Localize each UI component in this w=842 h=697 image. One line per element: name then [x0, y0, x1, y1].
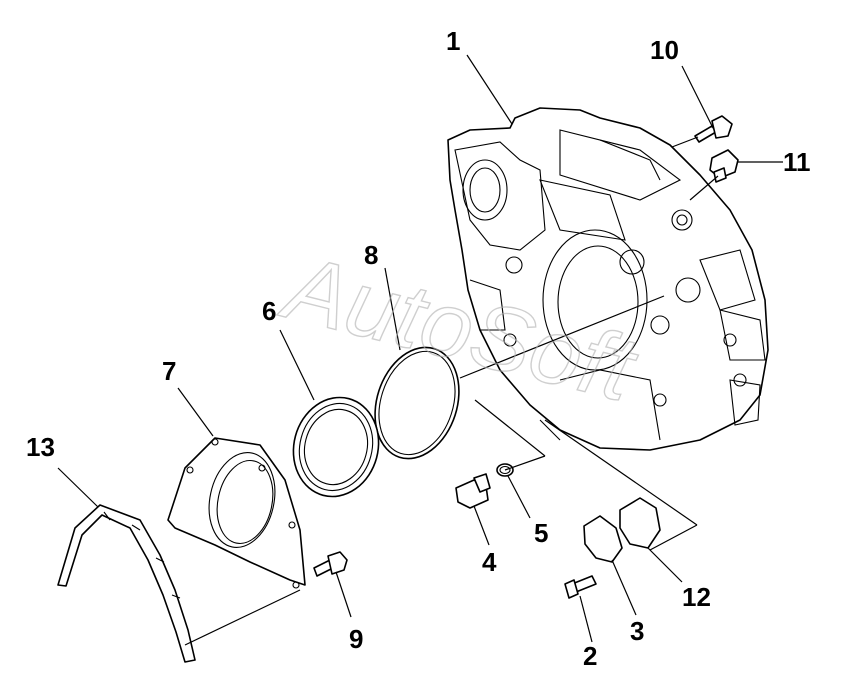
part-3-cover	[583, 515, 623, 563]
callout-5: 5	[534, 518, 548, 548]
callout-13: 13	[26, 432, 55, 462]
part-4-plug	[455, 473, 491, 509]
part-6-oil-seal	[292, 396, 380, 498]
part-11-plug	[709, 149, 739, 183]
part-10-bolt	[694, 115, 733, 143]
part-13-gasket	[57, 504, 196, 663]
callout-12: 12	[682, 582, 711, 612]
callout-7: 7	[162, 356, 176, 386]
leader-lines	[57, 54, 783, 646]
callout-3: 3	[630, 616, 644, 646]
callout-2: 2	[583, 641, 597, 671]
part-1-flywheel-housing	[447, 107, 769, 451]
callout-6: 6	[262, 296, 276, 326]
part-12-gasket	[619, 497, 661, 549]
callout-8: 8	[364, 240, 378, 270]
callout-9: 9	[349, 624, 363, 654]
callout-labels: 1 2 3 4 5 6 7 8 9 10 11 12 13	[26, 26, 811, 671]
callout-1: 1	[446, 26, 460, 56]
callout-4: 4	[482, 547, 497, 577]
part-7-seal-housing	[167, 437, 306, 589]
callout-11: 11	[783, 147, 811, 177]
part-9-bolt	[313, 551, 348, 577]
callout-10: 10	[650, 35, 679, 65]
part-2-bolt	[564, 575, 597, 599]
part-8-o-ring	[374, 346, 460, 460]
